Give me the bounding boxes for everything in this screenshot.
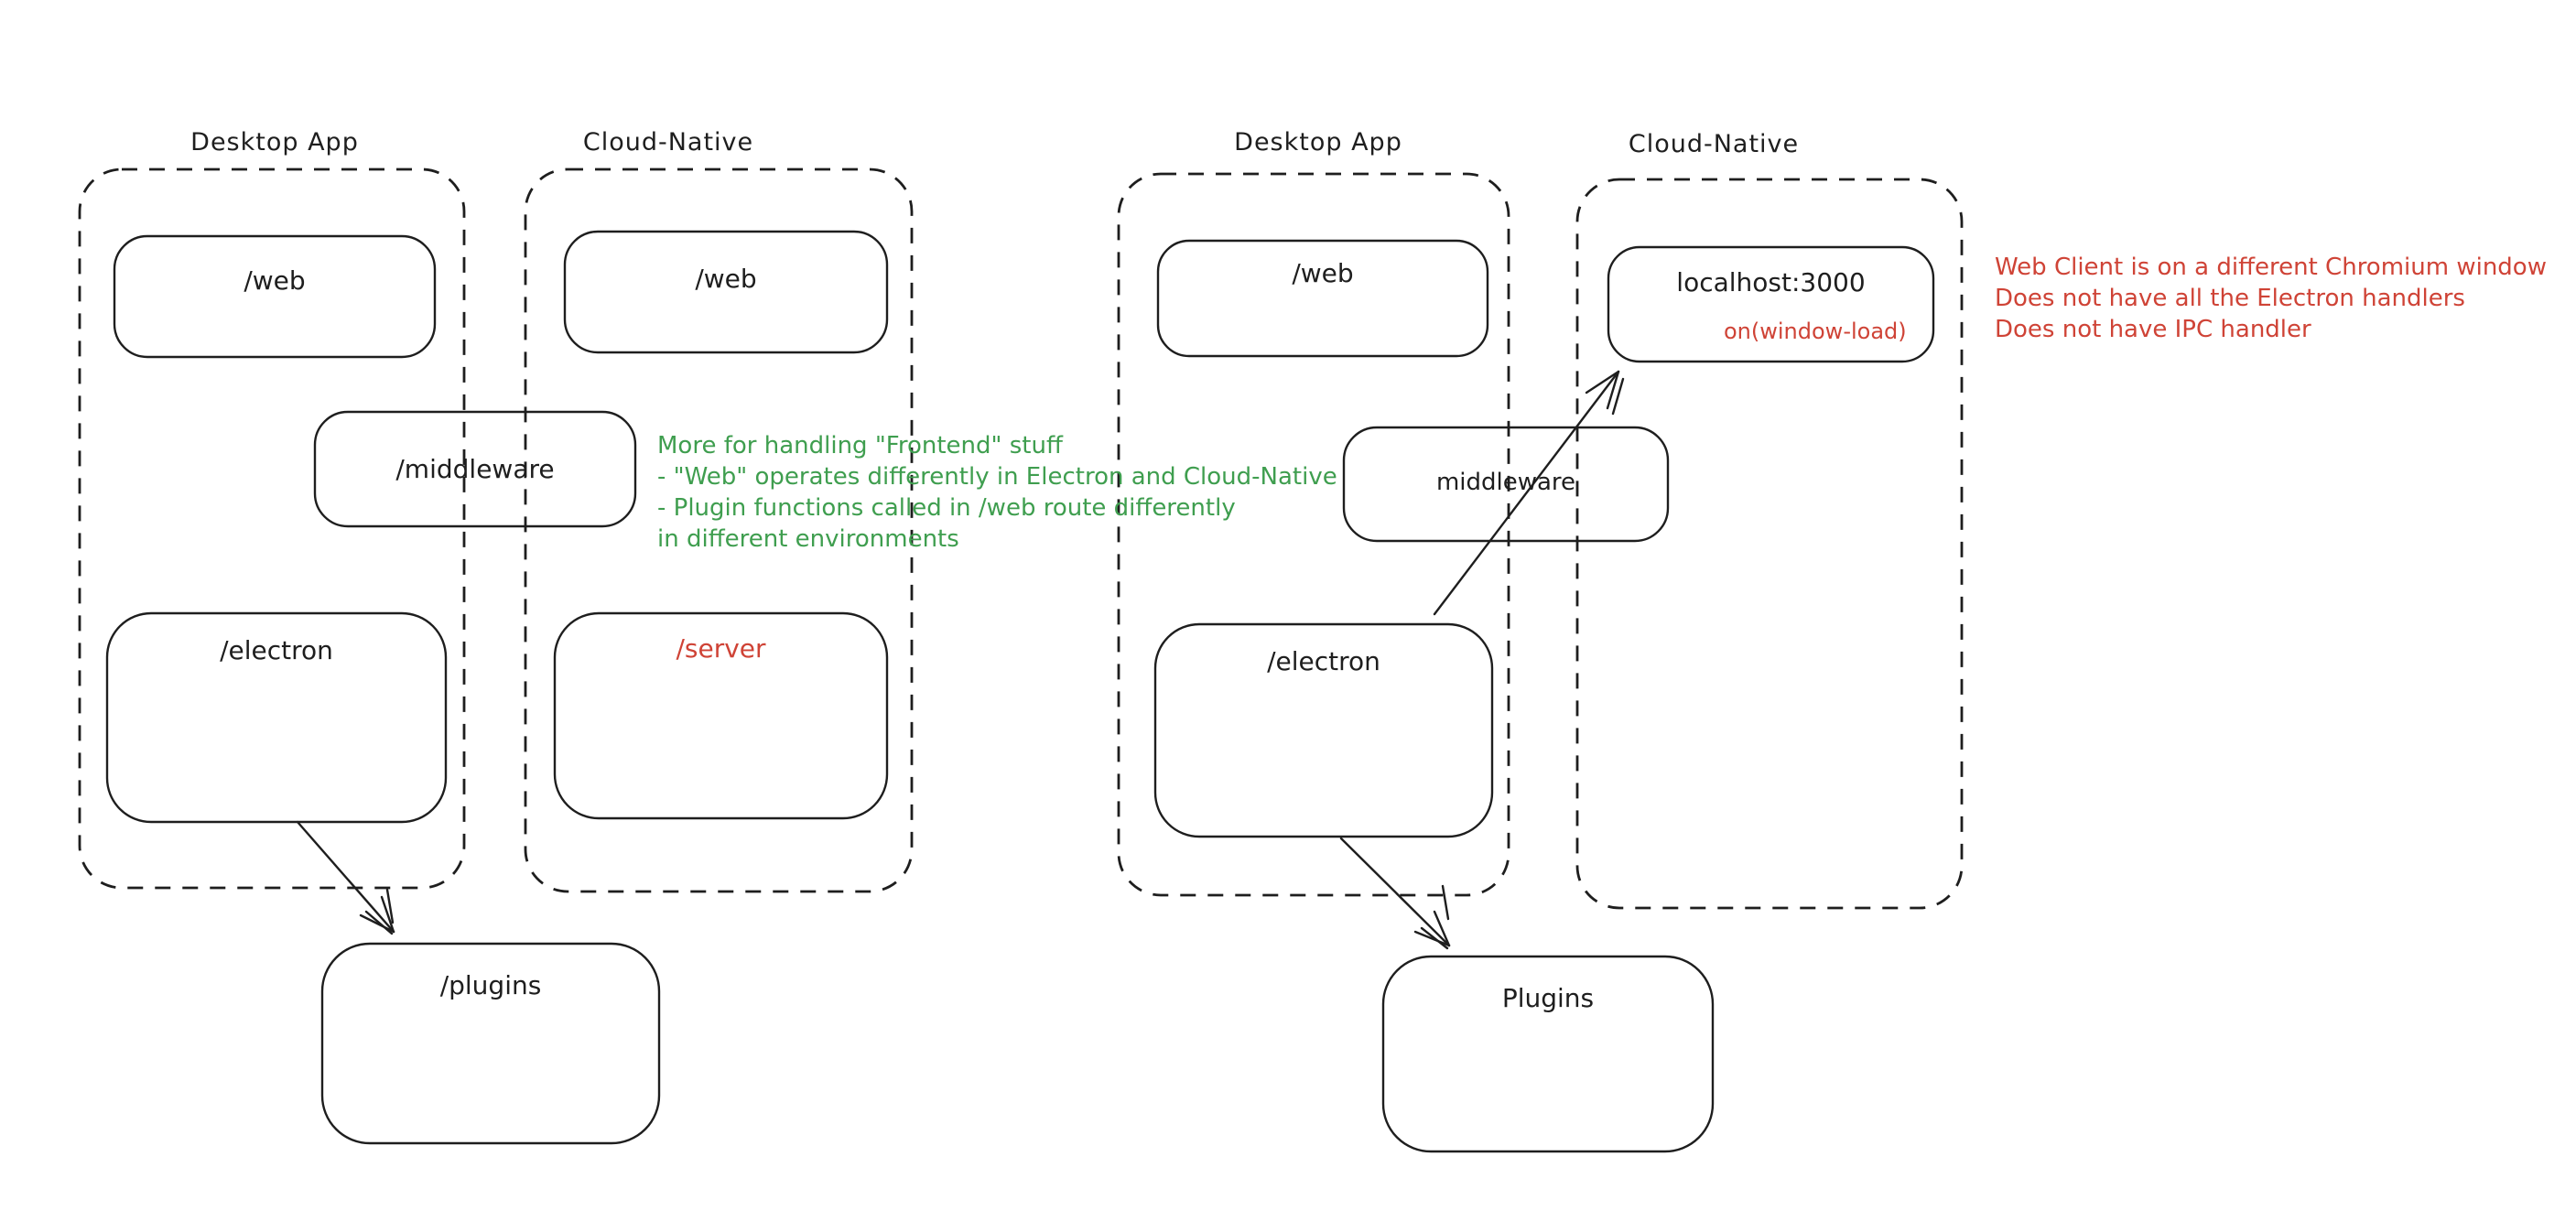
left-web-cloud-box [563,230,889,354]
left-plugins-label: /plugins [439,970,542,1000]
right-electron-label: /electron [1267,646,1380,676]
left-desktop-app-container [78,168,466,890]
left-plugins-box [320,942,661,1145]
left-web-desktop-box [113,234,437,359]
arrow-left-electron-to-plugins [296,820,395,935]
right-web-box [1156,239,1489,358]
left-server-box [553,611,889,820]
green-annotation-line: - Plugin functions called in /web route … [657,494,1236,522]
green-annotation-line: - "Web" operates differently in Electron… [657,463,1337,491]
red-annotation-line: Web Client is on a different Chromium wi… [1995,254,2547,281]
right-plugins-box [1381,955,1715,1153]
right-electron-box [1153,622,1494,838]
right-cloud-native-label: Cloud-Native [1628,130,1800,158]
red-annotation: Web Client is on a different Chromium wi… [1995,252,2547,345]
left-desktop-app-label: Desktop App [190,128,359,157]
right-middleware-box [1342,426,1670,543]
left-cloud-native-container [524,168,914,893]
red-annotation-line: Does not have all the Electron handlers [1995,285,2465,312]
left-electron-box [105,611,448,824]
right-window-load-label: on(window-load) [1724,319,1907,344]
arrow-right-electron-to-localhost [1433,370,1625,616]
left-electron-label: /electron [220,635,333,665]
right-desktop-app-container [1117,172,1510,897]
right-localhost-box [1607,245,1935,363]
red-annotation-line: Does not have IPC handler [1995,316,2311,343]
right-localhost-label: localhost:3000 [1676,267,1866,297]
left-server-label: /server [676,633,766,664]
left-web-cloud-label: /web [695,264,757,294]
left-middleware-box [313,410,637,528]
left-web-desktop-label: /web [244,265,306,296]
arrow-right-electron-to-plugins [1339,837,1451,950]
right-web-label: /web [1292,258,1354,288]
green-annotation-line: in different environments [657,525,959,553]
right-cloud-native-container [1575,178,1964,910]
green-annotation-line: More for handling "Frontend" stuff [657,432,1063,459]
right-desktop-app-label: Desktop App [1234,128,1402,157]
green-annotation: More for handling "Frontend" stuff - "We… [657,430,1337,555]
left-middleware-label: /middleware [395,454,555,484]
right-plugins-label: Plugins [1501,983,1595,1013]
right-middleware-label: middleware [1435,469,1576,496]
left-cloud-native-label: Cloud-Native [582,128,754,157]
